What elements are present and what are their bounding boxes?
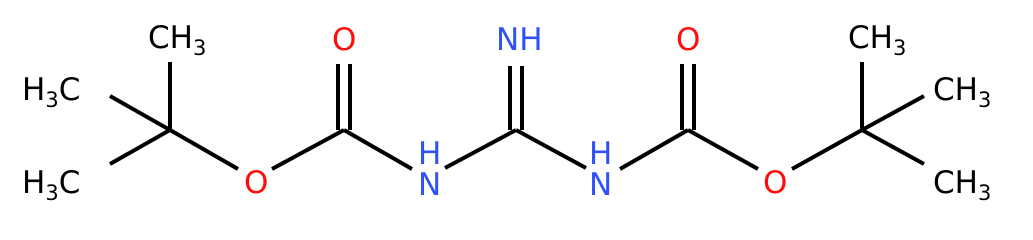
bond-carbonyl-ester-o-right [687,128,759,171]
molecule-diagram: CH3 H3C H3C O O H N NH H N O O CH3 CH3 C… [22,20,991,205]
methyl-label-bot-left: H3C [22,165,80,205]
nh-hydrogen-left: H [418,136,441,172]
structure-svg: CH3 H3C H3C O O H N NH H N O O CH3 CH3 C… [22,20,991,205]
bond-cq-methyl-bot-left [109,128,171,166]
ester-oxygen-left: O [244,165,268,201]
nh-nitrogen-right: N [589,167,612,203]
bond-center-n-right [515,128,587,170]
methyl-label-mid-right: CH3 [933,72,991,112]
methyl-label-mid-left: H3C [22,72,80,112]
methyl-label-top-right: CH3 [848,20,906,60]
methyl-label-bot-right: CH3 [933,165,991,205]
bond-cq-methyl-bot-right [861,128,925,166]
bond-cq-methyl-mid-left [109,94,171,132]
bond-cq-ester-o-left [169,128,239,171]
carbonyl-oxygen-left: O [332,22,356,58]
bond-cq-methyl-mid-right [861,94,925,132]
imine-nh-label: NH [496,22,543,58]
bond-carbonyl-n-left [343,128,413,171]
atom-labels: CH3 H3C H3C O O H N NH H N O O CH3 CH3 C… [22,20,991,205]
bond-n-left-center [444,128,517,170]
nh-nitrogen-left: N [418,167,441,203]
ester-oxygen-right: O [763,165,787,201]
methyl-label-top-left: CH3 [148,20,206,60]
nh-hydrogen-right: H [589,136,612,172]
bonds [109,62,925,171]
bond-n-right-carbonyl [619,128,689,171]
bond-ester-o-carbonyl-left [271,128,345,171]
carbonyl-oxygen-right: O [676,22,700,58]
bond-ester-o-cq-right [791,128,863,171]
